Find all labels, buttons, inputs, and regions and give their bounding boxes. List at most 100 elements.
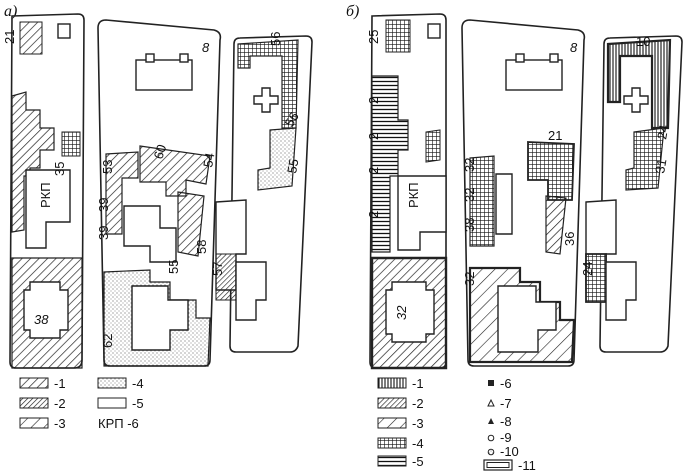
label-25: 25 [366,30,381,44]
label-24: 24 [654,124,671,141]
building-53-39 [105,151,139,235]
building-24-31 [625,127,665,191]
building-north [505,59,563,91]
legend-swatch [19,417,49,429]
building-rkp [397,175,447,251]
legend-swatch [377,397,407,409]
label-54: 54 [200,152,217,169]
building-inner [131,285,189,351]
label-39: 39 [96,226,111,240]
legend-key: -6 [500,376,512,391]
legend-swatch [19,377,49,389]
building-10 [606,38,672,130]
label-57: 57 [210,262,225,276]
building-inner [235,261,267,321]
double-outline-icon [486,462,510,468]
legend-key: КРП -6 [98,416,139,431]
building-annex [549,53,559,63]
building-small [57,23,71,39]
block-b-right [599,35,683,353]
building-annex [145,53,155,63]
legend-key: -11 [518,458,536,473]
legend-swatch [377,437,407,449]
building-58 [177,191,205,257]
panel-a-label: а) [4,3,17,20]
building-55 [123,205,177,263]
block-b-middle [461,19,586,367]
building-annex [179,53,189,63]
dotted-circle-icon [487,448,495,456]
building-32-38 [469,155,495,247]
label-56: 56 [268,32,283,46]
building-36 [545,195,567,255]
label-39: 39 [96,198,111,212]
panel-a: а) 21 35 РКП 53 60 54 3 [2,3,313,431]
building-rkp [25,169,71,249]
panel-b-label: б) [346,3,359,20]
legend-key: -9 [500,430,512,445]
label-31: 31 [652,158,669,175]
label-32: 32 [462,272,477,286]
legend-swatch [377,455,407,467]
legend-swatch [97,377,127,389]
legend-key: -4 [132,376,144,391]
label-8: 8 [570,40,578,55]
label-rkp: РКП [406,182,421,208]
building-inner [495,173,513,235]
building-24 [585,253,607,303]
legend-swatch [97,397,127,409]
label-21: 21 [548,128,562,143]
label-36: 36 [562,232,577,246]
label-58: 58 [194,240,209,254]
legend-key: -5 [132,396,144,411]
label-24: 24 [580,262,595,276]
legend-key: -4 [412,436,424,451]
building-35 [61,131,81,157]
label-10: 10 [636,34,650,49]
building-32 [385,281,435,343]
label-56b: 56 [282,109,302,129]
open-circle-icon [487,434,495,442]
label-2: 2 [366,167,381,174]
filled-square-icon [488,380,494,386]
legend-key: -2 [54,396,66,411]
legend-key: -3 [412,416,424,431]
building-annex [515,53,525,63]
building-2-strip [371,75,409,253]
building-west-strip [11,91,55,233]
label-rkp: РКП [38,182,53,208]
label-8: 8 [202,40,210,55]
panel-b: б) 25 2 2 2 2 РКП 32 [346,3,683,473]
legend-b: -1 -2 -3 -4 -5 -6 -7 -8 -9 -10 -11 [377,376,536,473]
legend-key: -5 [412,454,424,469]
label-32: 32 [462,158,477,172]
building-56 [237,39,299,129]
label-32: 32 [462,188,477,202]
legend-key: -8 [500,414,512,429]
label-32: 32 [394,305,409,320]
building-cross [253,87,279,113]
legend-a: -1 -2 -3 -4 -5 КРП -6 [19,376,144,431]
building-small-hatched [425,129,441,163]
legend-swatch [377,417,407,429]
label-38: 38 [34,312,49,327]
block-a-right [229,35,313,353]
building-small [427,23,441,39]
label-53: 53 [100,160,115,174]
label-60: 60 [151,143,170,161]
double-outline-icon [483,459,513,471]
label-2: 2 [366,97,381,104]
label-2: 2 [366,211,381,218]
open-triangle-icon [487,398,495,407]
building-cross [623,87,649,113]
label-2: 2 [366,133,381,140]
legend-key: -1 [412,376,424,391]
label-62: 62 [100,334,115,348]
label-38: 38 [462,218,477,232]
legend-key: -7 [500,396,512,411]
building-56-55 [257,127,297,191]
building-25 [385,19,411,53]
legend-key: -3 [54,416,66,431]
legend-key: -1 [54,376,66,391]
building-38 [23,281,69,339]
